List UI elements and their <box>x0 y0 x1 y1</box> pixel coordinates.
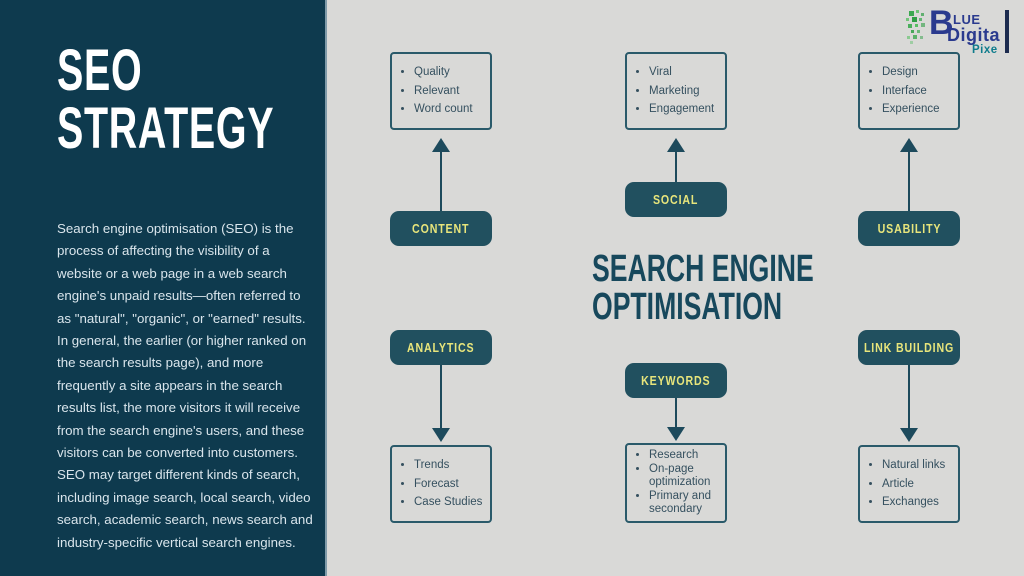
list-item: Research <box>649 449 725 463</box>
arrow-shaft <box>674 149 678 182</box>
social-items-list: Viral Marketing Engagement <box>627 63 714 119</box>
arrow-shaft <box>674 398 678 430</box>
keywords-items-box: Research On-page optimization Primary an… <box>625 443 727 523</box>
analytics-node-button: ANALYTICS <box>390 330 492 365</box>
social-node-button: SOCIAL <box>625 182 727 217</box>
arrow-shaft <box>907 365 911 431</box>
logo-text-digital: Digita <box>947 25 1001 45</box>
content-node-label: CONTENT <box>412 221 470 236</box>
logo-text-lue: LUE <box>953 12 981 27</box>
list-item: Natural links <box>882 456 945 475</box>
arrow-shaft <box>907 149 911 212</box>
sidebar: SEO STRATEGY Search engine optimisation … <box>0 0 327 576</box>
list-item: Marketing <box>649 82 714 101</box>
list-item: Engagement <box>649 100 714 119</box>
diagram-title-line-1: SEARCH ENGINE <box>592 248 814 290</box>
arrow-head-icon <box>667 138 685 152</box>
logo-letter-l-bar <box>1005 10 1009 53</box>
arrow-shaft <box>439 149 443 212</box>
diagram-title: SEARCH ENGINE OPTIMISATION <box>592 248 814 328</box>
list-item: On-page optimization <box>649 463 725 490</box>
keywords-node-button: KEYWORDS <box>625 363 727 398</box>
list-item: Experience <box>882 100 940 119</box>
arrow-shaft <box>439 365 443 431</box>
usability-items-box: Design Interface Experience <box>858 52 960 130</box>
content-node-button: CONTENT <box>390 211 492 246</box>
keywords-items-list: Research On-page optimization Primary an… <box>627 449 725 517</box>
link-building-node-label: LINK BUILDING <box>863 340 955 355</box>
link-building-items-box: Natural links Article Exchanges <box>858 445 960 523</box>
usability-items-list: Design Interface Experience <box>860 63 940 119</box>
content-items-box: Quality Relevant Word count <box>390 52 492 130</box>
list-item: Article <box>882 475 945 494</box>
usability-node-button: USABILITY <box>858 211 960 246</box>
page-title-line-1: SEO <box>57 38 143 103</box>
arrow-head-icon <box>667 427 685 441</box>
arrow-head-icon <box>432 138 450 152</box>
brand-logo: B LUE Digita Pixe <box>906 6 1022 60</box>
keywords-node-label: KEYWORDS <box>641 373 711 388</box>
arrow-head-icon <box>900 428 918 442</box>
link-building-node-button: LINK BUILDING <box>858 330 960 365</box>
social-items-box: Viral Marketing Engagement <box>625 52 727 130</box>
list-item: Case Studies <box>414 493 482 512</box>
list-item: Trends <box>414 456 482 475</box>
list-item: Word count <box>414 100 473 119</box>
analytics-items-list: Trends Forecast Case Studies <box>392 456 482 512</box>
list-item: Interface <box>882 82 940 101</box>
analytics-node-label: ANALYTICS <box>407 340 475 355</box>
arrow-head-icon <box>900 138 918 152</box>
list-item: Design <box>882 63 940 82</box>
social-arrow-up-icon <box>667 138 685 182</box>
sidebar-paragraph: Search engine optimisation (SEO) is the … <box>57 221 313 550</box>
page-title-line-2: STRATEGY <box>57 96 275 161</box>
content-arrow-up-icon <box>432 138 450 212</box>
list-item: Forecast <box>414 475 482 494</box>
list-item: Quality <box>414 63 473 82</box>
pixel-pattern-icon <box>906 10 925 44</box>
content-items-list: Quality Relevant Word count <box>392 63 473 119</box>
usability-arrow-up-icon <box>900 138 918 212</box>
link-building-items-list: Natural links Article Exchanges <box>860 456 945 512</box>
keywords-arrow-down-icon <box>667 398 685 441</box>
diagram-title-line-2: OPTIMISATION <box>592 286 783 328</box>
social-node-label: SOCIAL <box>653 192 699 207</box>
link-building-arrow-down-icon <box>900 365 918 442</box>
list-item: Exchanges <box>882 493 945 512</box>
usability-node-label: USABILITY <box>877 221 941 236</box>
list-item: Viral <box>649 63 714 82</box>
logo-text-pixel: Pixe <box>972 44 998 56</box>
page-title: SEO STRATEGY <box>57 42 274 158</box>
analytics-items-box: Trends Forecast Case Studies <box>390 445 492 523</box>
analytics-arrow-down-icon <box>432 365 450 442</box>
arrow-head-icon <box>432 428 450 442</box>
list-item: Primary and secondary <box>649 490 725 517</box>
list-item: Relevant <box>414 82 473 101</box>
logo-letter-b: B <box>929 4 954 42</box>
